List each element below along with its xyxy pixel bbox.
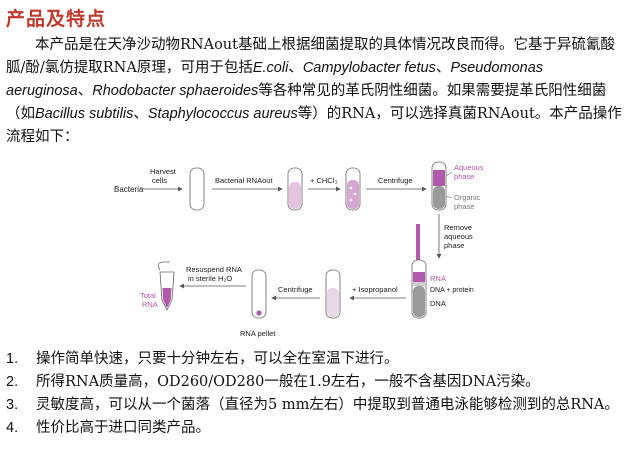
tube-7 — [251, 269, 267, 319]
intro-paragraph: 本产品是在天净沙动物RNAout基础上根据细菌提取的具体情况改良而得。它基于异硫… — [6, 34, 632, 149]
label-rna-pellet: RNA pellet — [240, 329, 276, 338]
species-bacillus: Bacillus subtilis — [35, 106, 134, 122]
label-aqueous: Aqueous — [454, 163, 484, 172]
species-staphylococcus: Staphylococcus aureus — [147, 106, 298, 122]
label-dna-protein: DNA + protein — [430, 287, 474, 294]
list-item: 1. 操作简单快速，只要十分钟左右，可以全在室温下进行。 — [6, 348, 636, 371]
species-ecoli: E.coli — [252, 60, 289, 76]
tube-3-bubble — [349, 198, 353, 202]
tube-3-bubble — [349, 186, 353, 190]
label-bacterial-rnaout: Bacterial RNAout — [215, 176, 273, 185]
list-text: 灵敏度高，可以从一个菌落（直径为5 mm左右）中提取到普通电泳能够检测到的总RN… — [36, 397, 619, 413]
list-text: 所得RNA质量高，OD260/OD280一般在1.9左右，一般不含基因DNA污染… — [36, 374, 540, 390]
label-remove-phase: phase — [444, 241, 464, 250]
list-item: 2. 所得RNA质量高，OD260/OD280一般在1.9左右，一般不含基因DNA… — [6, 371, 636, 394]
label-resuspend-water: in sterile H₂O — [188, 274, 232, 283]
microtube-lid — [157, 261, 170, 271]
tube-6-liquid — [327, 288, 339, 317]
label-aqueous-phase: phase — [454, 172, 474, 181]
label-chcl3: + CHCl₃ — [310, 176, 337, 185]
pointer-aqueous — [445, 171, 453, 177]
tube-5-rna — [413, 272, 425, 282]
list-text: 性价比高于进口同类产品。 — [36, 420, 210, 436]
label-remove-aqueous: aqueous — [444, 232, 473, 241]
species-campylobacter: Campylobacter fetus — [302, 60, 436, 76]
features-list: 1. 操作简单快速，只要十分钟左右，可以全在室温下进行。 2. 所得RNA质量高，O… — [6, 348, 636, 440]
label-dna: DNA — [430, 299, 446, 308]
label-rna-layer: RNA — [430, 274, 446, 283]
label-organic: Organic — [454, 193, 481, 202]
tube-1 — [189, 167, 205, 211]
species-pseudomonas: Pseudomonas aeruginosa — [6, 60, 544, 99]
tube-3-liquid — [347, 180, 359, 209]
list-number: 3. — [6, 397, 19, 413]
intro-text-3: 等）的RNA，可以选择真菌RNAout。本产品操作流程如下： — [6, 106, 622, 145]
label-resuspend: Resuspend RNA — [186, 265, 242, 274]
label-total-rna: RNA — [142, 300, 158, 309]
tube-3-bubble — [353, 192, 357, 196]
label-harvest: Harvest — [150, 167, 177, 176]
intro-text-1: 本产品是在天净沙动物RNAout基础上根据细菌提取的具体情况改良而得。它基于异硫… — [6, 37, 615, 76]
species-rhodobacter: Rhodobacter sphaeroides — [92, 83, 259, 99]
separator: 、 — [77, 83, 93, 99]
list-number: 4. — [6, 420, 19, 436]
list-item: 3. 灵敏度高，可以从一个菌落（直径为5 mm左右）中提取到普通电泳能够检测到的总… — [6, 394, 636, 417]
tube-2-liquid — [289, 182, 301, 209]
list-text: 操作简单快速，只要十分钟左右，可以全在室温下进行。 — [36, 351, 399, 367]
list-number: 1. — [6, 351, 19, 367]
label-total: Total — [140, 291, 156, 300]
microtube-liquid — [162, 288, 172, 308]
tube-4-organic — [433, 186, 445, 209]
tube-5-interphase — [413, 282, 425, 286]
workflow-diagram: Bacteria Harvest cells Bacterial RNAout … — [114, 161, 484, 338]
label-isopropanol: + Isopropanol — [352, 285, 398, 294]
page-title: 产品及特点 — [6, 8, 107, 30]
list-item: 4. 性价比高于进口同类产品。 — [6, 417, 636, 440]
label-centrifuge-1: Centrifuge — [378, 176, 413, 185]
tube-4-aqueous — [433, 170, 445, 186]
label-centrifuge-2: Centrifuge — [278, 285, 313, 294]
label-cells: cells — [152, 176, 167, 185]
tube-5-dna — [413, 286, 425, 317]
label-bacteria: Bacteria — [114, 185, 144, 194]
list-number: 2. — [6, 374, 19, 390]
intro-text-2: 等各种常见的革氏阴性细菌。如果需要提革氏阳性细菌（如 — [6, 83, 607, 122]
label-remove: Remove — [444, 223, 472, 232]
pointer-organic — [445, 195, 453, 199]
separator: 、 — [133, 106, 148, 122]
rna-pellet-dot — [256, 310, 262, 316]
separator: 、 — [435, 60, 451, 76]
label-organic-phase: phase — [454, 202, 474, 211]
separator: 、 — [288, 60, 303, 76]
